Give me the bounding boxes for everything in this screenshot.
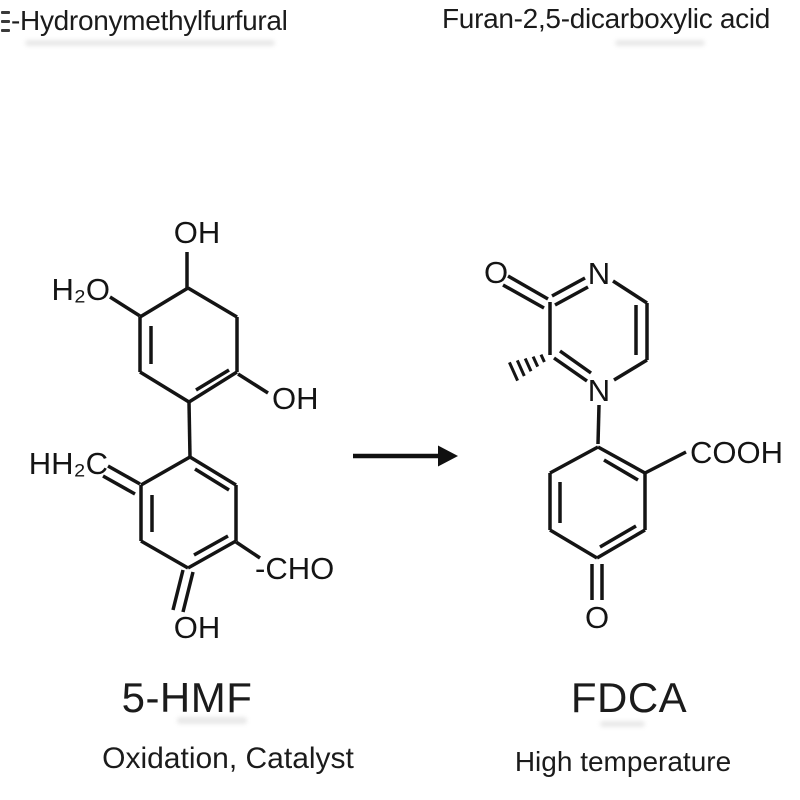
- bond-line: [612, 279, 648, 305]
- left-compound-title: -Hydronymethylfurfural: [11, 5, 288, 36]
- double-bond-line: [552, 356, 589, 383]
- hash-wedge-stroke: [523, 357, 533, 372]
- atom-label-hh2c: HH₂C: [29, 446, 108, 481]
- right-compound-title: Furan-2,5-dicarboxylic acid: [442, 3, 771, 34]
- atom-label-o-bottom: O: [585, 600, 609, 635]
- atom-label-o-top: O: [484, 255, 508, 290]
- bond-line: [188, 370, 238, 404]
- bond-line: [549, 445, 599, 475]
- bond-line: [644, 450, 687, 475]
- double-bond-inner-line: [599, 524, 637, 549]
- atom-label-n-top: N: [588, 256, 610, 291]
- reaction-arrow: [353, 445, 458, 467]
- hash-wedge-stroke: [539, 353, 546, 363]
- double-bond-line: [502, 283, 545, 310]
- render-artifact: [615, 40, 705, 46]
- atom-label-oh-bottom: OH: [174, 610, 221, 645]
- atom-label-cho: -CHO: [255, 551, 334, 586]
- atom-label-oh-right: OH: [272, 381, 319, 416]
- render-artifact: [177, 717, 247, 724]
- double-bond-inner-line: [603, 458, 639, 482]
- right-molecule-structure: O N N COOH O: [484, 255, 783, 635]
- atom-label-n-bottom: N: [588, 373, 610, 408]
- bond-line: [140, 539, 189, 570]
- right-molecule-name: FDCA: [570, 674, 688, 721]
- bond-line: [596, 528, 646, 560]
- bond-line: [237, 372, 269, 395]
- double-bond-line: [102, 474, 136, 496]
- bond-line: [139, 370, 190, 404]
- double-bond-inner-line: [194, 467, 230, 492]
- double-bond-line: [107, 464, 141, 486]
- double-bond-line: [558, 349, 593, 375]
- clipped-glyph-artifact: [1, 11, 10, 32]
- bond-line: [596, 404, 601, 445]
- hash-wedge-stroke: [531, 355, 540, 368]
- bond-line: [187, 286, 238, 319]
- bond-line: [187, 539, 237, 570]
- double-bond-line: [181, 571, 195, 613]
- render-artifact: [25, 40, 275, 46]
- left-molecule-structure: OH H₂O OH HH₂C -CHO OH: [29, 215, 334, 645]
- bond-line: [189, 455, 237, 487]
- bond-line: [109, 295, 141, 318]
- bond-line: [613, 358, 648, 382]
- atom-label-oh-top: OH: [174, 215, 221, 250]
- double-bond-inner-line: [195, 368, 230, 392]
- double-bond-line: [554, 285, 589, 307]
- bond-line: [549, 528, 598, 560]
- bond-line: [187, 401, 192, 458]
- left-condition-label: Oxidation, Catalyst: [102, 742, 354, 775]
- bond-line: [140, 455, 191, 487]
- atom-label-cooh: COOH: [690, 435, 783, 470]
- double-bond-line: [171, 569, 185, 611]
- double-bond-line: [507, 274, 549, 301]
- left-molecule-name: 5-HMF: [121, 674, 253, 721]
- render-artifact: [600, 721, 645, 727]
- bond-line: [139, 286, 189, 319]
- double-bond-line: [551, 276, 586, 298]
- bond-line: [235, 540, 261, 560]
- hash-wedge-stroke: [515, 359, 526, 377]
- atom-label-h2o: H₂O: [51, 272, 110, 307]
- bond-line: [597, 445, 646, 475]
- double-bond-inner-line: [193, 534, 229, 557]
- right-condition-label: High temperature: [514, 746, 732, 777]
- arrow-head: [438, 445, 458, 467]
- hash-wedge-stroke: [508, 361, 519, 382]
